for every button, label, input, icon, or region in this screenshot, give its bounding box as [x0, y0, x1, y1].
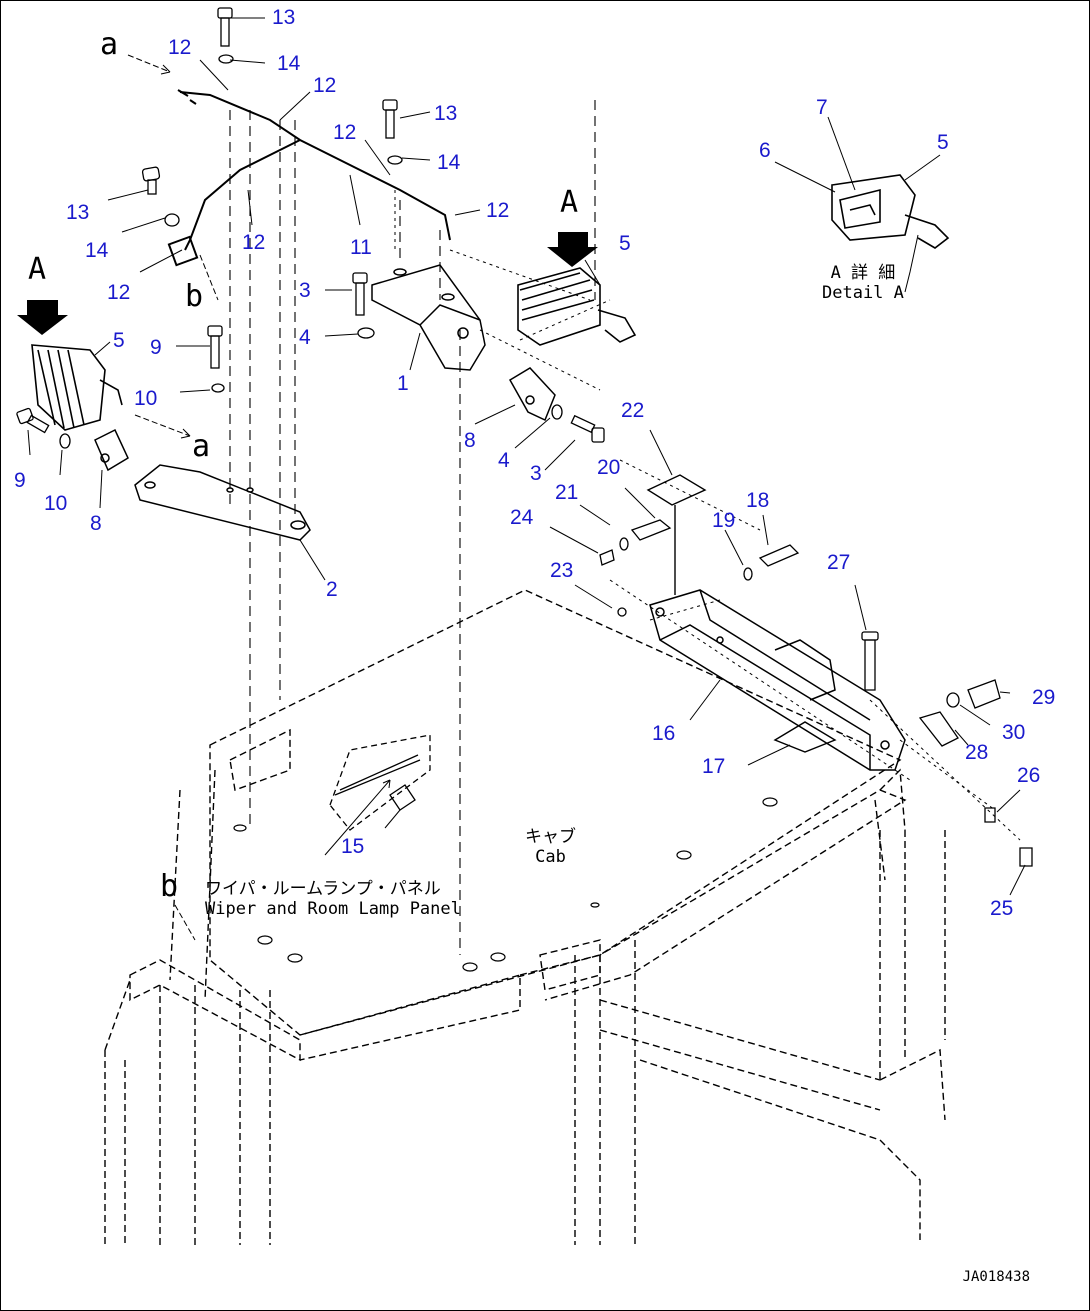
callout-label: 5	[937, 131, 949, 154]
dotted-links	[394, 190, 1021, 841]
arrows	[17, 232, 598, 335]
callout-label: 14	[85, 239, 109, 262]
callout-label: 23	[550, 559, 574, 582]
guide-lines	[229, 100, 596, 955]
callout-label: 1	[397, 372, 409, 395]
callout-label: 18	[746, 489, 770, 512]
bracket-1	[371, 264, 486, 371]
callout-label: 7	[816, 96, 828, 119]
callout-label: 2	[326, 578, 338, 601]
cab-caption: キャブ Cab	[525, 827, 576, 867]
view-letter-A: A	[560, 185, 579, 220]
lamp-5-right	[517, 267, 637, 346]
callout-label: 5	[113, 329, 125, 352]
callout-label: 22	[621, 399, 645, 422]
callout-label: 12	[242, 231, 266, 254]
callout-label: 12	[333, 121, 357, 144]
callout-label: 3	[530, 462, 542, 485]
view-letter-A: A	[28, 252, 47, 287]
callout-label: 28	[965, 741, 989, 764]
panel-en: Wiper and Room Lamp Panel	[205, 898, 461, 919]
panel-16	[649, 589, 906, 771]
ref-letter-b: b	[160, 869, 179, 904]
callout-label: 10	[44, 492, 68, 515]
bracket-8-right	[508, 367, 556, 422]
callout-label: 14	[277, 52, 301, 75]
detail-a-caption: A 詳 細 Detail A	[822, 263, 904, 303]
small-hardware	[599, 519, 1033, 867]
wire-harness	[167, 89, 451, 267]
callout-label: 24	[510, 506, 534, 529]
callout-label: 9	[14, 469, 26, 492]
callout-label: 10	[134, 387, 158, 410]
callout-label: 9	[150, 336, 162, 359]
callout-label: 13	[434, 102, 458, 125]
callout-label: 14	[437, 151, 461, 174]
cab-jp: キャブ	[525, 827, 576, 847]
callout-label: 4	[498, 449, 510, 472]
plate-17	[773, 721, 837, 753]
lamp-detail-a	[831, 174, 950, 249]
callout-label: 15	[341, 835, 365, 858]
callout-label: 13	[66, 201, 90, 224]
document-id: JA018438	[962, 1269, 1030, 1285]
callout-label: 4	[299, 326, 311, 349]
panel-detail-15	[329, 734, 431, 831]
cab-frame	[104, 589, 946, 1245]
ref-letter-a: a	[100, 27, 119, 62]
panel-caption: ワイパ・ルームランプ・パネル Wiper and Room Lamp Panel	[205, 879, 461, 919]
ref-letter-b: b	[185, 279, 204, 314]
callout-label: 3	[299, 279, 311, 302]
detail-a-jp: A 詳 細	[830, 263, 896, 283]
callout-label: 29	[1032, 686, 1056, 709]
callout-label: 11	[350, 236, 372, 259]
callout-label: 30	[1002, 721, 1026, 744]
bracket-2	[134, 464, 311, 541]
ref-letter-a: a	[192, 429, 211, 464]
callout-label: 21	[555, 481, 579, 504]
bracket-8-left	[94, 428, 129, 472]
callout-label: 12	[168, 36, 192, 59]
callout-label: 12	[107, 281, 131, 304]
callout-label: 8	[464, 429, 476, 452]
callout-label: 6	[759, 139, 771, 162]
panel-jp: ワイパ・ルームランプ・パネル	[205, 879, 441, 899]
callout-label: 13	[272, 6, 296, 29]
callout-label: 26	[1017, 764, 1041, 787]
callout-label: 16	[652, 722, 676, 745]
callout-label: 8	[90, 512, 102, 535]
lamp-5-left	[31, 344, 123, 431]
cab-mount-holes	[233, 797, 778, 972]
detail-a-en: Detail A	[822, 282, 904, 303]
callout-label: 19	[712, 509, 736, 532]
plate-22	[646, 474, 707, 595]
leader-lines	[27, 17, 1026, 941]
callout-label: 17	[702, 755, 726, 778]
callout-label: 25	[990, 897, 1014, 920]
callout-label: 27	[827, 551, 851, 574]
callout-label: 12	[486, 199, 510, 222]
callout-label: 20	[597, 456, 621, 479]
callout-label: 12	[313, 74, 337, 97]
cab-en: Cab	[535, 846, 566, 867]
callout-label: 5	[619, 232, 631, 255]
